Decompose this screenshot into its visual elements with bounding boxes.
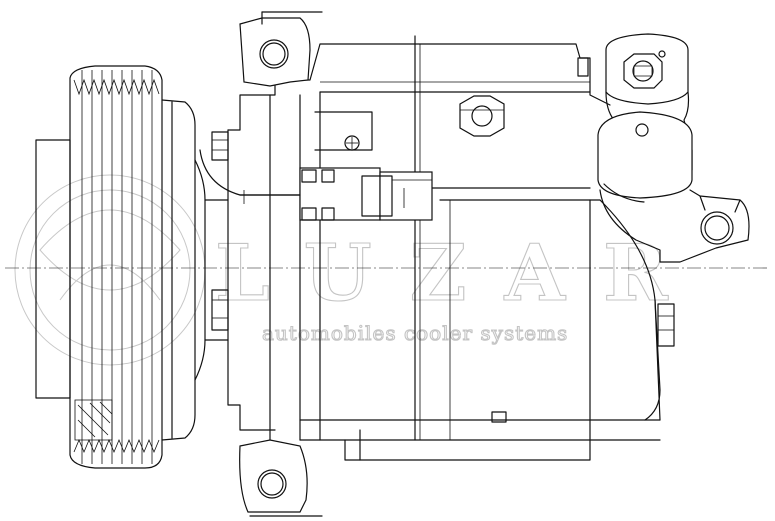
pulley-back-flange (161, 99, 196, 441)
mounting-ear-bottom (239, 439, 323, 517)
connector-icon (239, 111, 433, 221)
pulley-grooves (81, 70, 153, 464)
pulley-section-hatch (74, 399, 113, 441)
clutch-plate (35, 139, 71, 399)
pressure-fitting (597, 33, 750, 263)
bolt-icon (459, 95, 505, 137)
watermark-logo-emblem (14, 174, 206, 366)
pulley-teeth-top (73, 78, 160, 96)
mounting-ear-icon (239, 11, 323, 87)
watermark-brand: LUZAR (215, 228, 706, 319)
pulley-body (69, 65, 163, 469)
watermark: LUZAR automobiles cooler systems (14, 174, 706, 366)
compressor-body (227, 35, 675, 461)
pulley-teeth-bottom (73, 438, 160, 454)
pulley-icon (35, 65, 196, 469)
